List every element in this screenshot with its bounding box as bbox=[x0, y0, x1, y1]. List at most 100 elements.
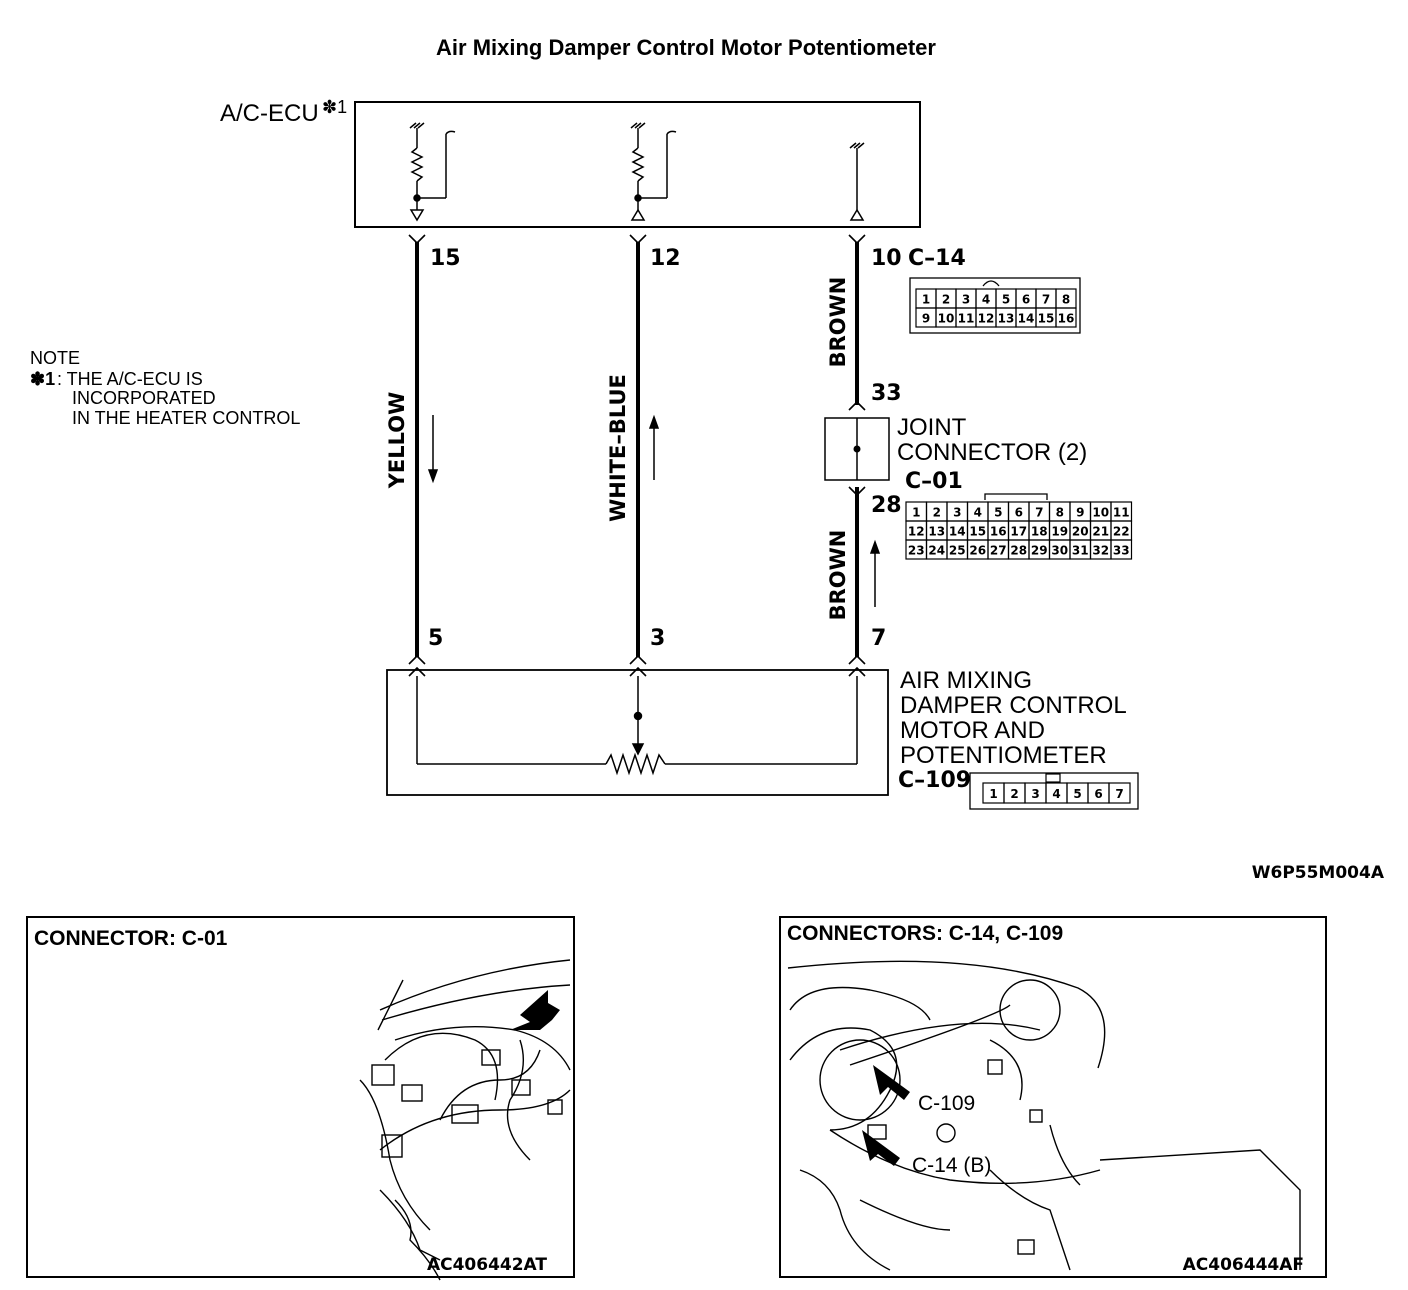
c01-pin-label: 8 bbox=[1056, 506, 1064, 520]
c01-pin-label: 1 bbox=[912, 506, 920, 520]
connector-c14-housing bbox=[909, 277, 1081, 334]
c01-pin-label: 24 bbox=[928, 544, 945, 558]
c01-pin-label: 5 bbox=[994, 506, 1002, 520]
pointer-arrow-c14 bbox=[862, 1130, 900, 1166]
pin-33: 33 bbox=[871, 381, 902, 406]
c01-pin-label: 26 bbox=[969, 544, 986, 558]
panel-1-title: CONNECTOR: C-01 bbox=[34, 927, 228, 950]
c109-cell bbox=[1108, 782, 1131, 804]
joint-connector-label-1: JOINT bbox=[897, 414, 967, 441]
ecu-label: A/C-ECU bbox=[220, 100, 319, 127]
wire-label-brown-lower: BROWN bbox=[826, 530, 850, 621]
c01-pin-label: 2 bbox=[933, 506, 941, 520]
motor-label-4: POTENTIOMETER bbox=[900, 742, 1107, 769]
c14-pin-label: 12 bbox=[978, 312, 995, 326]
ecu-circuit-15 bbox=[409, 122, 456, 222]
c109-pin-label: 6 bbox=[1094, 787, 1102, 801]
c14-pin-label: 1 bbox=[922, 293, 930, 307]
ecu-circuit-10 bbox=[849, 142, 865, 221]
connector-c01-name: C–01 bbox=[905, 469, 963, 494]
c01-pin-label: 4 bbox=[974, 506, 982, 520]
c14-pin-label: 9 bbox=[922, 312, 930, 326]
c14-pin-label: 3 bbox=[962, 293, 970, 307]
c01-pin-label: 19 bbox=[1051, 525, 1068, 539]
c14-pin-label: 6 bbox=[1022, 293, 1030, 307]
callout-c14b: C-14 (B) bbox=[912, 1154, 991, 1177]
panel-2-code: AC406444AF bbox=[1183, 1255, 1304, 1275]
c109-pin-label: 7 bbox=[1115, 787, 1123, 801]
pin-15: 15 bbox=[430, 246, 461, 271]
c01-pin-label: 29 bbox=[1031, 544, 1048, 558]
panel-connectors-c14-c109: CONNECTORS: C-14, C-109 AC406444AF C-10 bbox=[779, 916, 1327, 1278]
c01-pin-label: 25 bbox=[949, 544, 966, 558]
connector-c109-name: C–109 bbox=[898, 768, 971, 793]
motor-box bbox=[386, 669, 889, 796]
c01-pin-label: 13 bbox=[928, 525, 945, 539]
connector-c109-housing bbox=[969, 772, 1139, 810]
c01-pin-label: 27 bbox=[990, 544, 1007, 558]
wire-lines bbox=[415, 242, 859, 657]
c14-pin-label: 13 bbox=[998, 312, 1015, 326]
dashboard-illustration-1 bbox=[359, 959, 571, 1281]
c01-pin-label: 7 bbox=[1035, 506, 1043, 520]
c14-pin-label: 5 bbox=[1002, 293, 1010, 307]
ecu-circuit-12 bbox=[630, 122, 677, 221]
wire-label-yellow: YELLOW bbox=[385, 392, 409, 490]
c01-pin-label: 6 bbox=[1015, 506, 1023, 520]
c14-pin-label: 4 bbox=[982, 293, 990, 307]
c01-cell bbox=[1110, 539, 1133, 560]
note-mark: ✽1 bbox=[30, 369, 55, 389]
pointer-arrow-c01 bbox=[510, 990, 560, 1030]
c109-pin-label: 1 bbox=[989, 787, 997, 801]
c109-pin-label: 5 bbox=[1073, 787, 1081, 801]
panel-1-code: AC406442AT bbox=[427, 1255, 547, 1275]
c01-pin-label: 23 bbox=[908, 544, 925, 558]
arrow-up-brown bbox=[869, 539, 881, 607]
c14-pin-label: 11 bbox=[958, 312, 975, 326]
c01-pin-label: 33 bbox=[1113, 544, 1130, 558]
c01-pin-label: 14 bbox=[949, 525, 966, 539]
c01-pin-label: 30 bbox=[1051, 544, 1068, 558]
panel-2-title: CONNECTORS: C-14, C-109 bbox=[787, 922, 1063, 945]
pin-7: 7 bbox=[871, 626, 886, 651]
c01-pin-label: 16 bbox=[990, 525, 1007, 539]
c01-pin-label: 21 bbox=[1092, 525, 1109, 539]
c01-pin-label: 12 bbox=[908, 525, 925, 539]
motor-label-2: DAMPER CONTROL bbox=[900, 692, 1127, 719]
dashboard-illustration-2 bbox=[787, 960, 1301, 1271]
c14-pin-label: 15 bbox=[1038, 312, 1055, 326]
note-heading: NOTE bbox=[30, 348, 80, 368]
pin-12: 12 bbox=[650, 246, 681, 271]
note-line-2: INCORPORATED bbox=[72, 388, 216, 408]
c109-pin-label: 4 bbox=[1052, 787, 1060, 801]
c14-cell bbox=[1055, 307, 1077, 328]
ecu-footnote-mark: ✽1 bbox=[322, 97, 347, 117]
c01-pin-label: 28 bbox=[1010, 544, 1027, 558]
note-line-3: IN THE HEATER CONTROL bbox=[72, 408, 300, 428]
potentiometer-symbol bbox=[416, 676, 858, 776]
c01-pin-label: 31 bbox=[1072, 544, 1089, 558]
wire-label-white-blue: WHITE–BLUE bbox=[606, 374, 630, 522]
terminal-chevrons bbox=[408, 234, 866, 677]
pin-28: 28 bbox=[871, 493, 902, 518]
c01-pin-label: 18 bbox=[1031, 525, 1048, 539]
wire-label-brown-upper: BROWN bbox=[826, 277, 850, 368]
c01-pin-label: 32 bbox=[1092, 544, 1109, 558]
c01-pin-label: 20 bbox=[1072, 525, 1089, 539]
c14-pin-label: 10 bbox=[938, 312, 955, 326]
c109-pin-label: 3 bbox=[1031, 787, 1039, 801]
connector-c14-name: C–14 bbox=[908, 246, 966, 271]
note-line-1: : THE A/C-ECU IS bbox=[57, 369, 203, 389]
pin-3: 3 bbox=[650, 626, 665, 651]
motor-label-3: MOTOR AND bbox=[900, 717, 1045, 744]
panel-connector-c01: CONNECTOR: C-01 AC406442AT bbox=[26, 916, 575, 1281]
motor-label-1: AIR MIXING bbox=[900, 667, 1032, 694]
diagram-title: Air Mixing Damper Control Motor Potentio… bbox=[436, 35, 936, 60]
c01-pin-label: 3 bbox=[953, 506, 961, 520]
ecu-box bbox=[354, 101, 921, 228]
c01-pin-label: 15 bbox=[969, 525, 986, 539]
c01-pin-label: 9 bbox=[1076, 506, 1084, 520]
